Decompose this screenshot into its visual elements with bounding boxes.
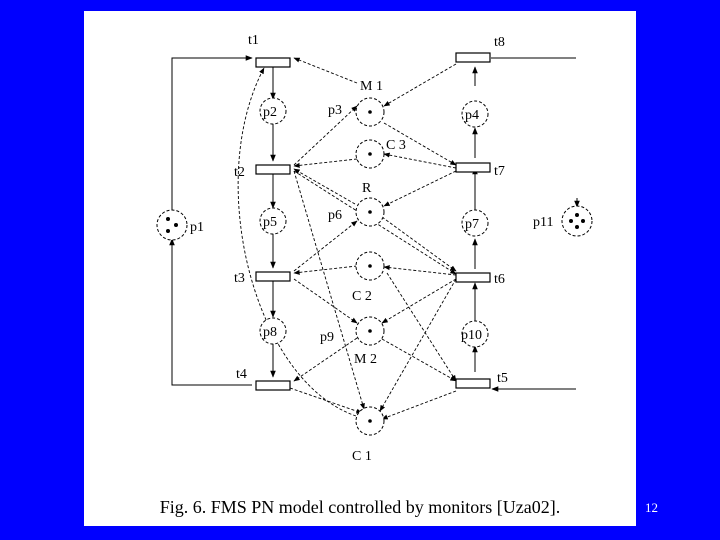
transition-t5 [455, 378, 491, 389]
token-C3 [368, 152, 372, 156]
arc-C3-t2 [293, 158, 358, 168]
arc-t3-M2 [293, 278, 358, 324]
label-p8: p8 [263, 325, 277, 340]
label-t6: t6 [494, 272, 505, 287]
arc-M1-t1 [293, 57, 358, 84]
token-p1-c [174, 223, 178, 227]
place-p1 [156, 209, 188, 241]
token-p11-d [581, 219, 585, 223]
transition-t2 [255, 164, 291, 175]
label-M1: M 1 [360, 79, 383, 94]
arc-t4-p1 [169, 238, 252, 386]
token-R [368, 210, 372, 214]
token-M2 [368, 329, 372, 333]
arc-t6-M2 [381, 278, 457, 324]
petri-net-diagram: t1 t2 t3 t4 t8 t7 t6 t5 p2 p5 p8 p1 p3 p… [156, 33, 593, 464]
transition-t6 [455, 272, 491, 283]
transition-t8 [455, 52, 491, 63]
token-p11-c [575, 225, 579, 229]
place-p2 [259, 97, 287, 125]
place-p5 [259, 207, 287, 235]
arc-C1-t1 [237, 67, 357, 417]
label-p9: p9 [320, 330, 334, 345]
transitions [255, 52, 491, 391]
arc-t4-C1 [289, 387, 363, 414]
token-M1 [368, 110, 372, 114]
labels: t1 t2 t3 t4 t8 t7 t6 t5 p2 p5 p8 p1 p3 p… [190, 33, 553, 464]
label-p4: p4 [465, 108, 479, 123]
arc-M1-t7 [383, 122, 457, 166]
transition-t7 [455, 162, 491, 173]
label-C1: C 1 [352, 449, 372, 464]
arc-t7-R [383, 170, 457, 207]
arc-R-t6 [381, 216, 457, 272]
token-C1 [368, 419, 372, 423]
label-p3: p3 [328, 103, 342, 118]
place-p7 [461, 209, 489, 237]
label-R: R [362, 181, 372, 196]
arc-t6-C1 [379, 278, 457, 412]
place-p4 [461, 100, 489, 128]
tokens [166, 110, 585, 423]
transition-t1 [255, 57, 291, 68]
slide-number: 12 [645, 500, 658, 515]
place-p11 [561, 205, 593, 237]
arc-C2-t3 [293, 265, 358, 275]
figure-caption: Fig. 6. FMS PN model controlled by monit… [159, 497, 561, 517]
transition-t4 [255, 380, 291, 391]
arc-R-t2 [293, 168, 356, 205]
label-C3: C 3 [386, 138, 406, 153]
label-t4: t4 [236, 367, 247, 382]
place-p8 [259, 317, 287, 345]
label-t5: t5 [497, 371, 508, 386]
token-p11-b [575, 213, 579, 217]
arc-t7-C3 [383, 152, 457, 169]
label-p10: p10 [461, 328, 482, 343]
label-t1: t1 [248, 33, 259, 48]
label-C2: C 2 [352, 289, 372, 304]
label-t2: t2 [234, 165, 245, 180]
token-p11-a [569, 219, 573, 223]
arc-C2-t5 [386, 272, 457, 382]
arc-t5-C1 [381, 390, 457, 420]
label-p5: p5 [263, 215, 277, 230]
label-t7: t7 [494, 164, 505, 179]
arc-M2-t4 [293, 337, 358, 382]
label-p6: p6 [328, 208, 342, 223]
token-p1-b [166, 229, 170, 233]
label-p1: p1 [190, 220, 204, 235]
arc-t6-C2 [383, 265, 457, 276]
label-p11: p11 [533, 215, 553, 230]
label-p2: p2 [263, 105, 277, 120]
arc-M2-t5 [381, 338, 457, 382]
label-t3: t3 [234, 271, 245, 286]
token-p1-a [166, 217, 170, 221]
token-C2 [368, 264, 372, 268]
arc-t8-M1 [383, 63, 457, 107]
arc-t2-C1 [293, 170, 365, 410]
label-t8: t8 [494, 35, 505, 50]
label-M2: M 2 [354, 352, 377, 367]
arc-p1-t1 [171, 55, 253, 211]
slide-panel: t1 t2 t3 t4 t8 t7 t6 t5 p2 p5 p8 p1 p3 p… [84, 11, 636, 526]
arc-t2-M1 [293, 105, 358, 166]
arc-t3-R [293, 220, 358, 272]
label-p7: p7 [465, 217, 479, 232]
arcs [169, 55, 580, 420]
place-p10 [461, 320, 489, 348]
places [156, 97, 593, 436]
transition-t3 [255, 271, 291, 282]
